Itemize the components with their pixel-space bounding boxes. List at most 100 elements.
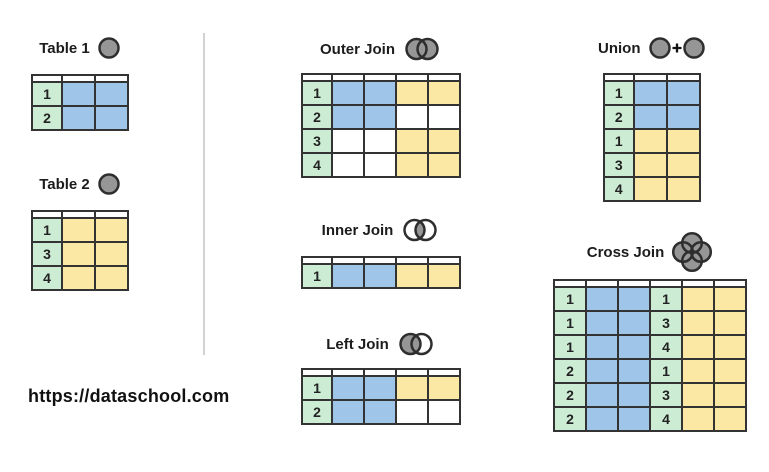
header-cell [713,279,747,288]
cross-join-label-row: Cross Join [586,231,714,273]
key-cell: 2 [553,358,587,384]
key-cell: 1 [553,286,587,312]
key-cell: 3 [602,152,635,178]
table1-value-cell [617,406,651,432]
table2-value-cell [713,358,747,384]
table2-value-cell [681,286,715,312]
cross-join-label: Cross Join [586,243,665,261]
table-row: 4 [301,152,461,178]
table1-value-cell [61,81,96,107]
table2-label-row: Table 2 [39,173,121,195]
table-row: 1 [602,128,701,154]
table1-value-cell [585,406,619,432]
header-row [301,256,461,265]
table2-value-cell [681,406,715,432]
header-cell [395,256,429,265]
empty-cell [427,104,461,130]
header-row [301,73,461,82]
table1-value-cell [632,104,668,130]
table2-value-cell [395,375,429,401]
table-row: 1 [31,217,129,243]
key-cell: 2 [301,399,333,425]
site-url-text: https://dataschool.com [28,386,230,406]
key-cell: 4 [301,152,333,178]
header-cell [585,279,619,288]
empty-cell [395,399,429,425]
table-circle-icon [98,37,120,59]
table1-value-cell [331,263,365,289]
inner-join-label-row: Inner Join [322,218,441,242]
table1-label: Table 1 [39,39,90,57]
outer-join-venn-icon [405,37,439,61]
table1-value-cell [617,310,651,336]
table1-value-cell [363,375,397,401]
key-cell: 4 [31,265,63,291]
table1-value-cell [585,310,619,336]
table1-label-row: Table 1 [39,37,121,59]
table-circle-icon [98,173,120,195]
header-cell [395,73,429,82]
inner-join-label: Inner Join [321,221,394,239]
left-join-label-row: Left Join [326,332,436,356]
table-row: 1 [301,80,461,106]
table-row: 3 [602,152,701,178]
table2-value-cell [427,375,461,401]
table2-value-cell [681,382,715,408]
cross-join-clover-icon [672,231,713,273]
header-cell [602,73,635,82]
table1-value-cell [94,81,129,107]
key-cell: 3 [301,128,333,154]
table2-value-cell [395,128,429,154]
header-row [553,279,747,288]
key-cell: 2 [301,104,333,130]
table1-value-cell [363,263,397,289]
header-cell [363,73,397,82]
table1-value-cell [617,334,651,360]
header-cell [427,368,461,377]
inner-join-table: 1 [301,256,461,289]
key-cell: 2 [553,382,587,408]
header-cell [427,73,461,82]
table1-value-cell [585,334,619,360]
key-cell: 1 [602,128,635,154]
key-cell: 1 [301,263,333,289]
table2-label: Table 2 [39,175,90,193]
left-join-venn-icon [399,332,433,356]
table1-value-cell [665,104,701,130]
table-row: 3 [301,128,461,154]
header-cell [553,279,587,288]
outer-join-label-row: Outer Join [320,37,442,61]
table2-value-cell [713,406,747,432]
empty-cell [427,399,461,425]
table1-value-cell [61,105,96,131]
key-cell: 1 [31,81,63,107]
union-label-row: Union [598,36,706,60]
table2-value-cell [681,310,715,336]
table1-value-cell [94,105,129,131]
table-row: 2 [31,105,129,131]
key-cell: 2 [553,406,587,432]
key-cell: 3 [649,382,683,408]
outer-join-label: Outer Join [319,40,395,58]
key-cell: 2 [602,104,635,130]
header-cell [427,256,461,265]
table2-value-cell [681,358,715,384]
table1-value-cell [363,104,397,130]
header-row [301,368,461,377]
table2-value-cell [395,80,429,106]
table2-value-cell [427,152,461,178]
table-row: 2 [301,104,461,130]
table-row: 3 [31,241,129,267]
table-row: 1 [31,81,129,107]
